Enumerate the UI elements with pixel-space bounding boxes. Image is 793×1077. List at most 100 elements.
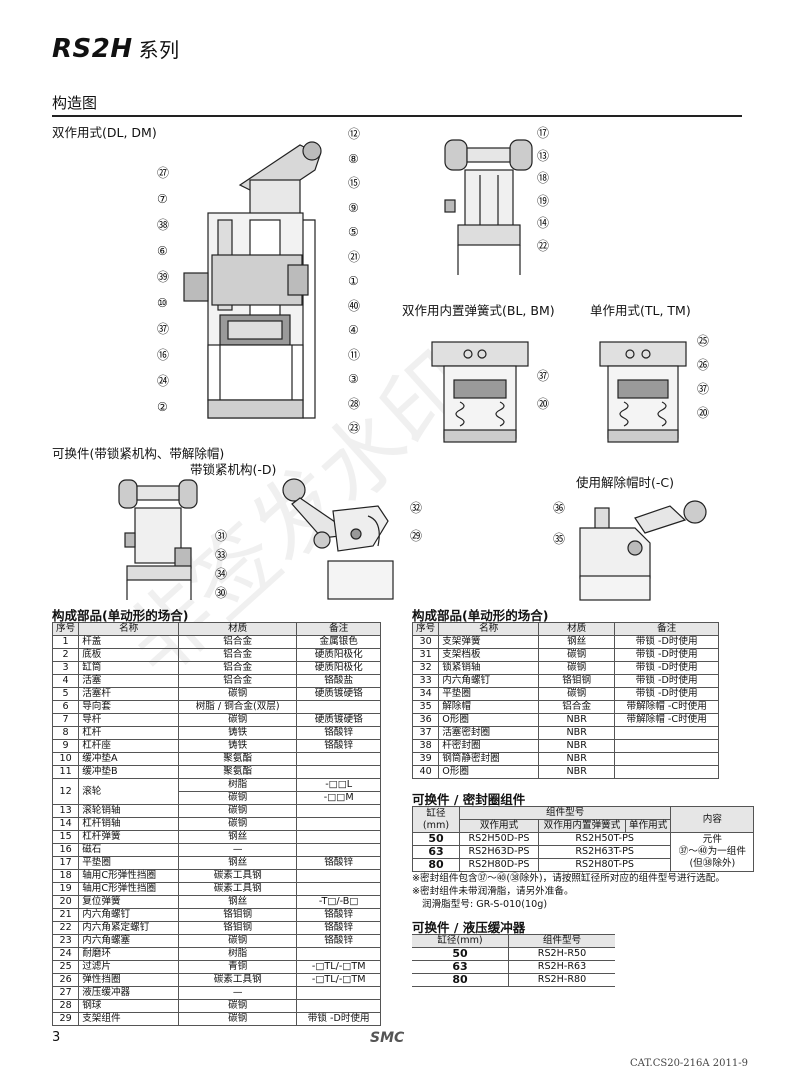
table-cell: 35 (411, 700, 440, 714)
table-cell: 滚轮 (78, 778, 180, 805)
table-cell: 铬酸锌 (296, 739, 382, 753)
col-header: 备注 (614, 622, 720, 636)
table-cell: 支架弹簧 (438, 635, 540, 649)
note: 润滑脂型号: GR-S-010(10g) (422, 899, 548, 910)
table-cell: 铬钼钢 (178, 908, 298, 922)
table-cell: 铬酸锌 (296, 726, 382, 740)
callout: ① (348, 274, 359, 288)
table-cell: 杠杆弹簧 (78, 830, 180, 844)
bl-callouts: ㊲ ⑳ (537, 362, 549, 418)
table-cell: 内六角螺钉 (438, 674, 540, 688)
col-header: 序号 (411, 622, 440, 636)
bore-cell: 80 (412, 858, 460, 872)
table-cell: 铬酸盐 (296, 674, 382, 688)
table-cell: 带锁 -D时使用 (296, 1012, 382, 1026)
label-dl-dm: 双作用式(DL, DM) (52, 125, 157, 140)
callout: ㊲ (697, 382, 710, 396)
note: ※密封组件包含㊲～㊵(㊳除外)，请按照缸径所对应的组件型号进行选配。 (412, 873, 725, 884)
table-cell: 平垫圈 (438, 687, 540, 701)
callout: ㉓ (348, 421, 361, 435)
table-cell (614, 726, 720, 740)
bore-cell: 50 (412, 832, 460, 846)
table-cell: 带解除帽 -C时使用 (614, 713, 720, 727)
table-cell: NBR (538, 726, 616, 740)
series-label: 系列 (138, 38, 180, 62)
table-cell (296, 765, 382, 779)
callout: ⑲ (537, 193, 550, 208)
table-cell: 铸铁 (178, 726, 298, 740)
table-cell: 带锁 -D时使用 (614, 661, 720, 675)
shock-model-header: 组件型号 (508, 934, 615, 948)
callout: ⑰ (537, 126, 550, 140)
table-cell: 带解除帽 -C时使用 (614, 700, 720, 714)
table-cell: 钢筒静密封圈 (438, 752, 540, 766)
catalog-number: CAT.CS20-216A 2011-9 (630, 1058, 748, 1069)
table-cell: 硬质阳极化 (296, 661, 382, 675)
table-cell: 23 (51, 934, 80, 948)
table-cell (296, 752, 382, 766)
model-cell: RS2H-R50 (508, 947, 615, 961)
lock2-callouts: ㉜ ㉙ (410, 494, 422, 550)
table-cell: 缓冲垫A (78, 752, 180, 766)
table-cell: 钢丝 (538, 635, 616, 649)
table-cell: 碳钢 (178, 791, 298, 805)
table-cell: 金属银色 (296, 635, 382, 649)
table-cell: 8 (51, 726, 80, 740)
table-cell: 铝合金 (178, 661, 298, 675)
table-cell: 10 (51, 752, 80, 766)
note: ※密封组件未带润滑脂，请另外准备。 (412, 886, 574, 897)
callout: ⑯ (157, 348, 170, 362)
label-bl-bm: 双作用内置弹簧式(BL, BM) (402, 303, 555, 318)
table-cell (296, 947, 382, 961)
model-header: 组件型号 (458, 806, 672, 820)
table-cell: 铬酸锌 (296, 921, 382, 935)
callout: ㉛ (215, 529, 228, 543)
callout: ㊳ (157, 218, 170, 232)
table-cell: 28 (51, 999, 80, 1013)
callout: ㉕ (697, 334, 710, 348)
parts-right-caption: 构成部品(单动形的场合) (412, 608, 549, 623)
callout: ③ (348, 372, 359, 386)
model-name: RS2H (52, 34, 133, 64)
table-cell: 32 (411, 661, 440, 675)
callout: ㊲ (537, 369, 550, 383)
content-line: ㊲～㊵为一组件 (678, 846, 746, 857)
table-cell: 4 (51, 674, 80, 688)
page-number: 3 (52, 1030, 61, 1045)
content-line: (但㊳除外) (689, 858, 736, 869)
table-cell: 杠杆销轴 (78, 817, 180, 831)
table-cell: 钢球 (78, 999, 180, 1013)
table-cell: 铬酸锌 (296, 934, 382, 948)
table-cell: 导向套 (78, 700, 180, 714)
label-release-c: 使用解除帽时(-C) (576, 475, 674, 490)
col-header: 材质 (178, 622, 298, 636)
single-header: 单作用式 (624, 819, 672, 833)
table-cell (296, 830, 382, 844)
table-cell: 聚氨酯 (178, 752, 298, 766)
callout: ㉚ (215, 586, 228, 600)
callout: ④ (348, 323, 359, 337)
cap-callouts: ㊱ ㉟ (553, 493, 565, 555)
table-cell: 碳素工具钢 (178, 882, 298, 896)
table-cell: 树脂 / 铜合金(双层) (178, 700, 298, 714)
table-cell: 38 (411, 739, 440, 753)
bl-bm-diagram (430, 340, 530, 445)
table-cell: 轴用C形弹性挡圈 (78, 882, 180, 896)
table-cell: 硬质镀硬铬 (296, 713, 382, 727)
table-cell: 碳钢 (178, 999, 298, 1013)
